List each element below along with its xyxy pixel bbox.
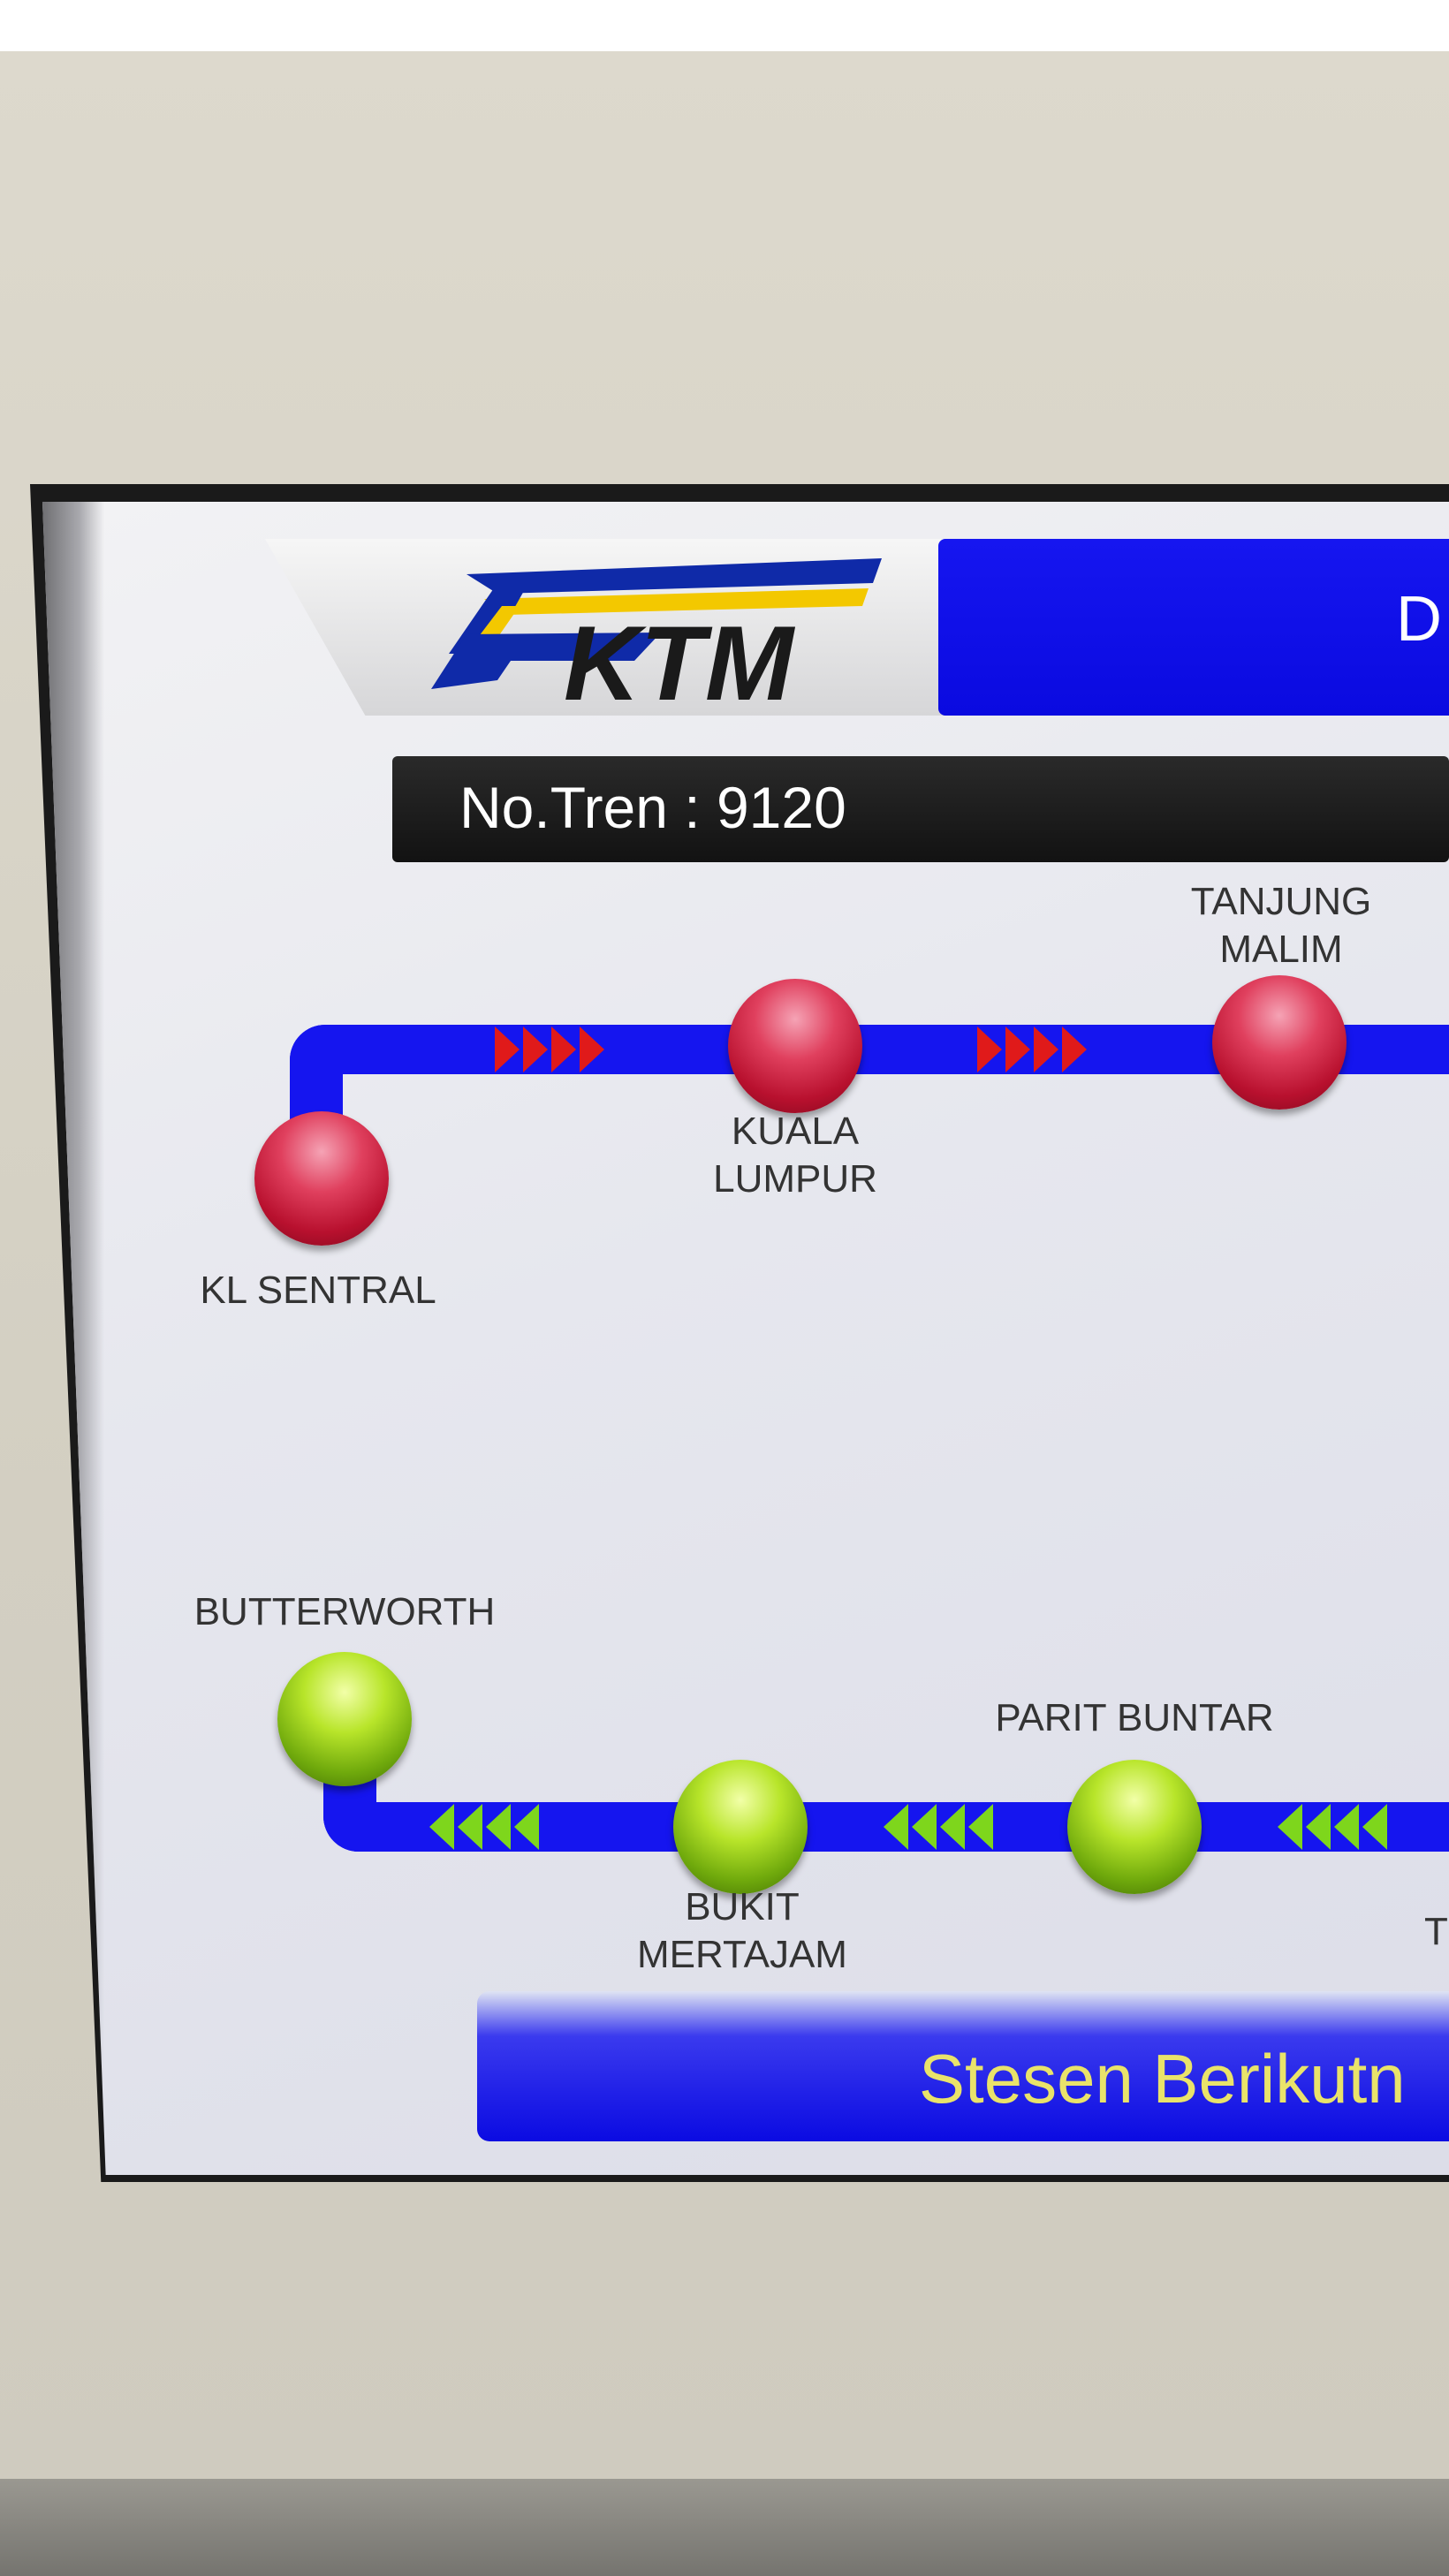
- station-kl-sentral-label: KL SENTRAL: [200, 1269, 436, 1312]
- train-number: No.Tren : 9120: [459, 775, 846, 840]
- header-bar: [938, 539, 1449, 716]
- arrows-right-2-icon: [977, 1027, 1087, 1072]
- arrows-left-2-icon: [884, 1804, 993, 1850]
- logo-text: KTM: [564, 604, 796, 707]
- next-station-label: Stesen Berikutn: [919, 2040, 1406, 2118]
- station-butterworth-label: BUTTERWORTH: [193, 1590, 496, 1633]
- station-butterworth-indicator: [277, 1652, 412, 1786]
- station-kuala-lumpur-label: KUALA LUMPUR: [713, 1110, 877, 1201]
- station-tanjung-malim-indicator: [1212, 975, 1347, 1110]
- station-next-partial-label: T: [1424, 1910, 1448, 1953]
- ktm-logo: KTM: [431, 558, 882, 707]
- station-tanjung-malim-label: TANJUNG MALIM: [1190, 880, 1372, 971]
- arrows-left-3-icon: [1278, 1804, 1387, 1850]
- kiosk-base: [0, 2479, 1449, 2576]
- station-parit-buntar-label: PARIT BUNTAR: [995, 1696, 1274, 1739]
- arrows-left-1-icon: [429, 1804, 539, 1850]
- station-parit-buntar-indicator: [1067, 1760, 1202, 1894]
- station-kl-sentral-indicator: [254, 1111, 389, 1246]
- station-bukit-mertajam-label: BUKIT MERTAJAM: [637, 1885, 847, 1976]
- arrows-right-1-icon: [495, 1027, 604, 1072]
- next-station-bar: [477, 1991, 1449, 2141]
- station-kuala-lumpur-indicator: [728, 979, 862, 1113]
- train-number-bar: [392, 756, 1449, 862]
- station-bukit-mertajam-indicator: [673, 1760, 808, 1894]
- header-title-fragment: D: [1396, 584, 1442, 655]
